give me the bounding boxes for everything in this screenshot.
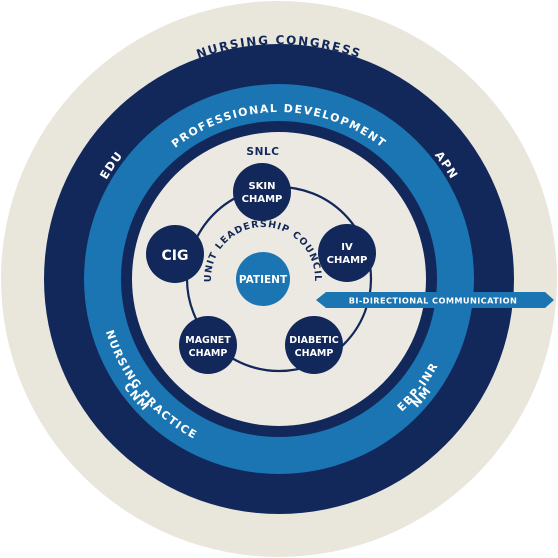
skin-champ-node: SKIN CHAMP xyxy=(233,163,291,221)
bidirectional-arrow xyxy=(316,292,554,308)
patient-circle xyxy=(236,252,290,306)
cig-node: CIG xyxy=(146,225,204,283)
skin-champ-line1: SKIN xyxy=(248,181,275,192)
magnet-champ-line2: CHAMP xyxy=(189,348,228,359)
snlc-label: SNLC xyxy=(246,146,279,158)
iv-champ-line1: IV xyxy=(341,242,353,253)
iv-champ-node: IV CHAMP xyxy=(318,224,376,282)
diabetic-champ-node: DIABETIC CHAMP xyxy=(285,316,343,374)
magnet-champ-line1: MAGNET xyxy=(185,335,231,346)
arrow-label: BI-DIRECTIONAL COMMUNICATION xyxy=(349,296,517,306)
iv-champ-line2: CHAMP xyxy=(327,255,368,266)
diabetic-champ-line1: DIABETIC xyxy=(289,335,339,346)
patient-label: PATIENT xyxy=(239,274,288,286)
skin-champ-line2: CHAMP xyxy=(242,194,283,205)
magnet-champ-node: MAGNET CHAMP xyxy=(179,316,237,374)
diabetic-champ-line2: CHAMP xyxy=(295,348,334,359)
cig-label: CIG xyxy=(162,248,189,264)
